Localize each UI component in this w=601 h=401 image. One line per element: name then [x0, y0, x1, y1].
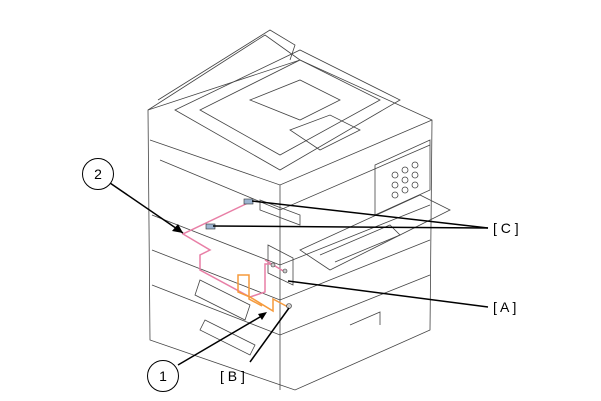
label-a: [ A ] [493, 299, 517, 315]
arrow-2 [172, 224, 183, 233]
callout-1: 1 [147, 360, 179, 392]
harness-1 [237, 274, 289, 313]
harness-2 [181, 201, 275, 298]
connector-c-upper [243, 198, 254, 205]
connector-b [286, 303, 292, 309]
printer-outline [147, 29, 451, 391]
connector-a2 [282, 268, 288, 274]
arrow-1 [258, 312, 267, 320]
label-c: [ C ] [493, 220, 519, 236]
label-b: [ B ] [220, 368, 245, 384]
connector-a1 [270, 262, 276, 268]
callout-2: 2 [82, 158, 114, 190]
leader-lines [109, 182, 489, 366]
